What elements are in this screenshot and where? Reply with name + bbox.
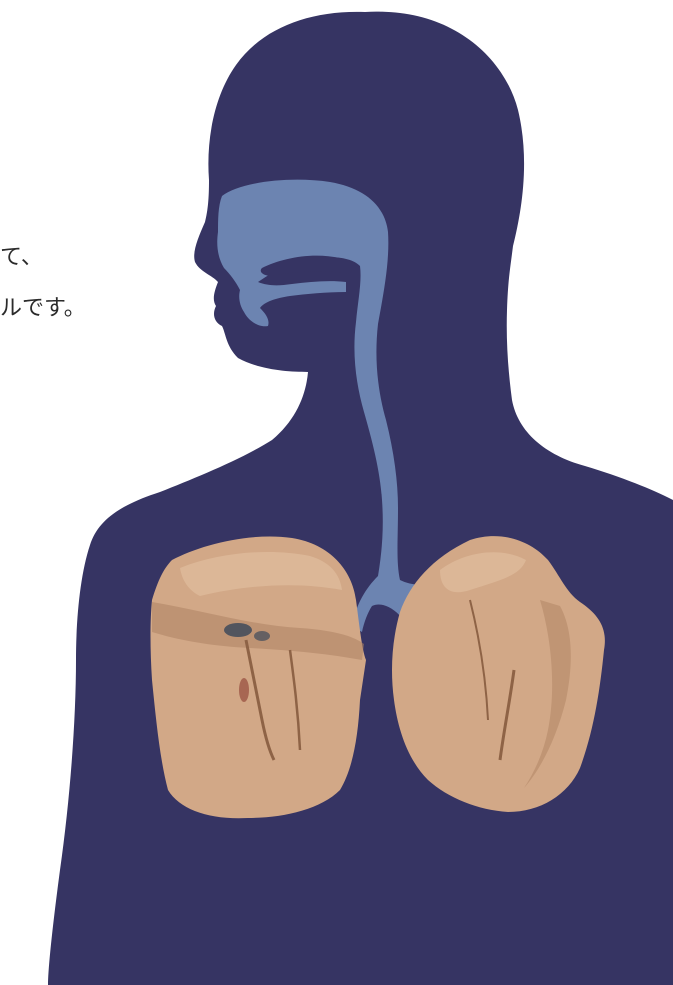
caption-line-2: ルです。: [0, 298, 86, 320]
tissue-dark-spot: [224, 623, 252, 637]
caption-line-1: て、: [0, 247, 43, 269]
tissue-dark-spot-2: [254, 631, 270, 641]
human-torso-silhouette-icon: [48, 12, 673, 985]
tissue-red-spot: [239, 678, 249, 702]
left-lung-model: [151, 537, 367, 819]
